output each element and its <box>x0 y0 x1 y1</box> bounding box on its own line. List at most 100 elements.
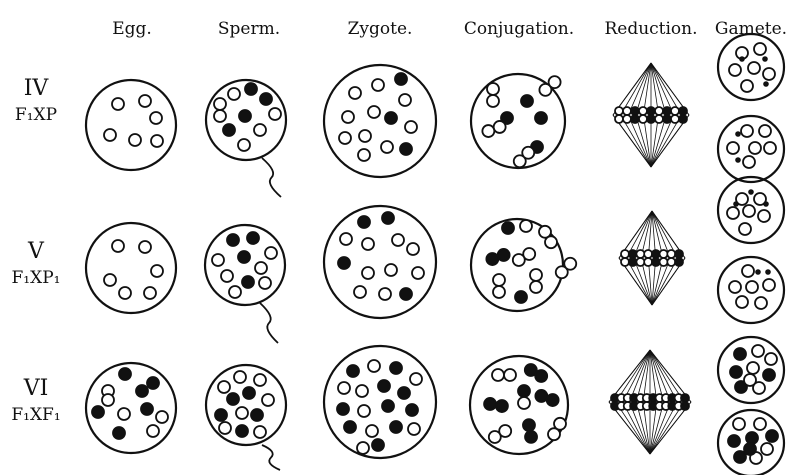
equatorial-chromosome <box>681 394 689 402</box>
maternal-chromosome <box>733 418 745 430</box>
maternal-chromosome <box>139 241 151 253</box>
paternal-chromosome <box>398 387 410 399</box>
sperm-tail <box>262 158 281 197</box>
maternal-chromosome <box>729 64 741 76</box>
maternal-chromosome <box>520 220 532 232</box>
header-egg: Egg. <box>112 19 152 39</box>
chromosome-pair <box>523 419 535 431</box>
maternal-chromosome <box>151 135 163 147</box>
maternal-chromosome <box>399 94 411 106</box>
maternal-chromosome <box>749 142 761 154</box>
maternal-chromosome <box>147 425 159 437</box>
maternal-chromosome <box>262 394 274 406</box>
maternal-chromosome <box>338 382 350 394</box>
paternal-chromosome <box>242 276 254 288</box>
maternal-chromosome <box>392 234 404 246</box>
equatorial-chromosome <box>667 258 675 266</box>
row-cross-iv: F₁XP <box>15 105 57 125</box>
equatorial-chromosome <box>655 107 663 115</box>
equatorial-chromosome <box>615 107 623 115</box>
maternal-chromosome <box>359 130 371 142</box>
paternal-chromosome <box>358 216 370 228</box>
chromosome-pair <box>530 281 542 293</box>
paternal-chromosome <box>245 83 257 95</box>
header-reduction: Reduction. <box>604 19 697 39</box>
equatorial-chromosome <box>615 115 623 123</box>
paternal-chromosome <box>395 73 407 85</box>
maternal-chromosome <box>104 274 116 286</box>
maternal-chromosome <box>254 374 266 386</box>
maternal-chromosome <box>339 132 351 144</box>
maternal-chromosome <box>744 374 756 386</box>
maternal-chromosome <box>379 288 391 300</box>
chromosome-pair <box>487 83 499 95</box>
maternal-chromosome <box>727 207 739 219</box>
maternal-chromosome <box>405 121 417 133</box>
maternal-chromosome <box>265 247 277 259</box>
paternal-chromosome <box>746 432 758 444</box>
equatorial-chromosome <box>675 250 683 258</box>
equatorial-chromosome <box>636 250 644 258</box>
chromosome-pair <box>494 121 506 133</box>
paternal-chromosome <box>385 112 397 124</box>
maternal-chromosome <box>412 267 424 279</box>
row-cross-v: F₁XP₁ <box>12 268 61 288</box>
maternal-chromosome <box>214 110 226 122</box>
paternal-chromosome <box>400 288 412 300</box>
paternal-chromosome <box>247 232 259 244</box>
maternal-chromosome <box>119 287 131 299</box>
header-zygote: Zygote. <box>348 19 413 39</box>
maternal-chromosome <box>104 129 116 141</box>
equatorial-chromosome <box>639 115 647 123</box>
maternal-chromosome <box>150 112 162 124</box>
maternal-chromosome <box>755 297 767 309</box>
equatorial-chromosome <box>655 115 663 123</box>
paternal-chromosome <box>406 404 418 416</box>
paternal-chromosome <box>535 112 547 124</box>
maternal-chromosome <box>372 79 384 91</box>
equatorial-chromosome <box>663 115 671 123</box>
chromosome-pair <box>549 76 561 88</box>
header-gamete: Gamete. <box>715 19 787 39</box>
maternal-chromosome <box>236 407 248 419</box>
maternal-chromosome <box>342 111 354 123</box>
maternal-chromosome <box>381 141 393 153</box>
chromosome-pair <box>498 249 510 261</box>
equatorial-chromosome <box>644 258 652 266</box>
maternal-chromosome <box>112 98 124 110</box>
maternal-chromosome <box>358 405 370 417</box>
paternal-chromosome <box>382 212 394 224</box>
maternal-chromosome <box>219 422 231 434</box>
maternal-chromosome <box>228 88 240 100</box>
maternal-chromosome <box>385 264 397 276</box>
chromosome-pair <box>518 385 530 397</box>
equatorial-chromosome <box>679 115 687 123</box>
maternal-chromosome <box>741 125 753 137</box>
chromosome-pair <box>535 370 547 382</box>
paternal-chromosome <box>337 403 349 415</box>
small-chromosome <box>763 81 769 87</box>
maternal-chromosome <box>156 411 168 423</box>
chromosome-pair <box>484 398 496 410</box>
maternal-chromosome <box>254 426 266 438</box>
paternal-chromosome <box>734 451 746 463</box>
equatorial-chromosome <box>621 250 629 258</box>
paternal-chromosome <box>390 421 402 433</box>
maternal-chromosome <box>765 353 777 365</box>
row-label-v: V <box>27 239 45 264</box>
equatorial-chromosome <box>631 115 639 123</box>
paternal-chromosome <box>766 430 778 442</box>
maternal-chromosome <box>764 142 776 154</box>
equatorial-chromosome <box>623 107 631 115</box>
paternal-chromosome <box>730 366 742 378</box>
chromosome-pair <box>504 369 516 381</box>
equatorial-chromosome <box>671 115 679 123</box>
maternal-chromosome <box>255 262 267 274</box>
maternal-chromosome <box>763 68 775 80</box>
paternal-chromosome <box>502 222 514 234</box>
maternal-chromosome <box>743 156 755 168</box>
paternal-chromosome <box>113 427 125 439</box>
paternal-chromosome <box>763 369 775 381</box>
egg-cell <box>86 80 176 170</box>
cell-figures <box>86 34 784 475</box>
